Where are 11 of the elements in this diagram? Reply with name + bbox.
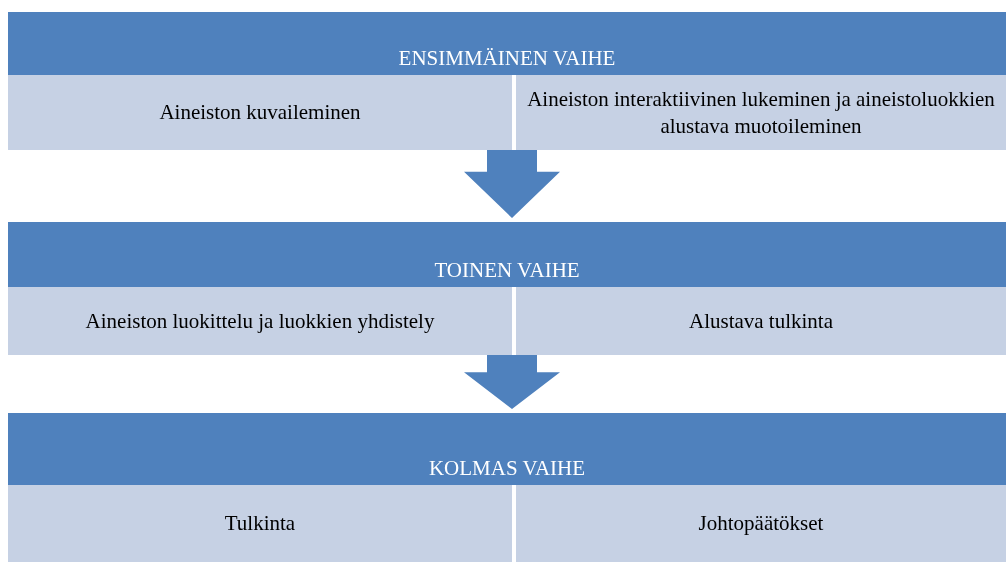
down-arrow <box>464 355 560 409</box>
phase-header: KOLMAS VAIHE <box>8 413 1006 485</box>
down-arrow <box>464 150 560 218</box>
phase-header: ENSIMMÄINEN VAIHE <box>8 12 1006 75</box>
step-box: Alustava tulkinta <box>516 287 1006 355</box>
step-box: Aineiston interaktiivinen lukeminen ja aineistoluokkien alustava muotoileminen <box>516 75 1006 150</box>
step-box: Aineiston luokittelu ja luokkien yhdistely <box>8 287 512 355</box>
step-box: Johtopäätökset <box>516 485 1006 562</box>
step-box: Aineiston kuvaileminen <box>8 75 512 150</box>
phase-header: TOINEN VAIHE <box>8 222 1006 287</box>
step-box: Tulkinta <box>8 485 512 562</box>
